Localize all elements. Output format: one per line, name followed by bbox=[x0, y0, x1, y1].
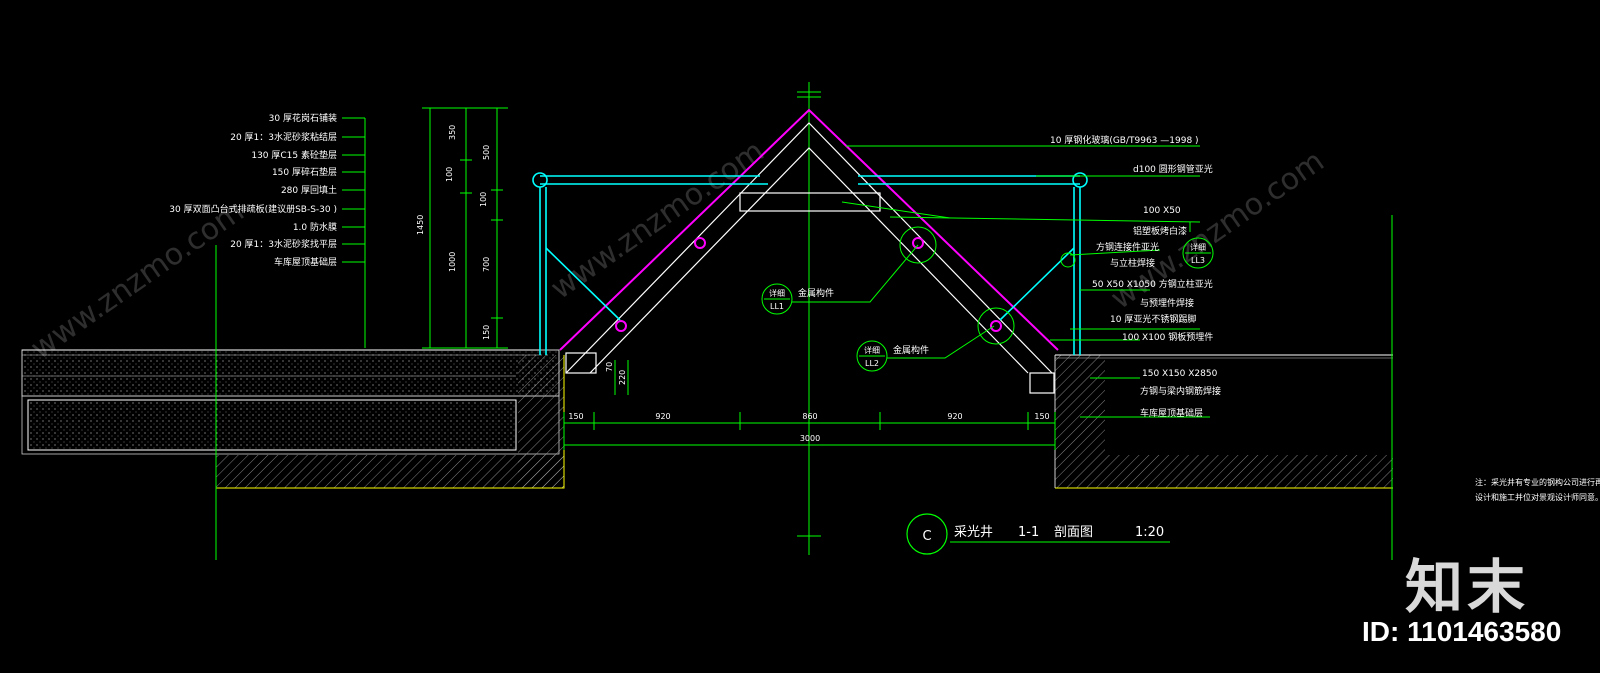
svg-text:采光井: 采光井 bbox=[954, 525, 993, 540]
svg-text:860: 860 bbox=[802, 412, 817, 421]
svg-text:100: 100 bbox=[479, 192, 488, 207]
callout-ll2: 详细 LL2 金属构件 bbox=[856, 307, 1015, 372]
right-label: 铝塑板烤白漆 bbox=[1133, 225, 1187, 237]
layer-label: 车库屋顶基础层 bbox=[274, 256, 337, 268]
svg-text:1000: 1000 bbox=[448, 252, 457, 272]
svg-text:注：采光井有专业的钢构公司进行再: 注：采光井有专业的钢构公司进行再 bbox=[1475, 477, 1600, 487]
svg-text:3000: 3000 bbox=[800, 434, 820, 443]
svg-text:700: 700 bbox=[482, 257, 491, 272]
right-label: 与预埋件焊接 bbox=[1140, 297, 1194, 309]
bottom-dimension-values: 150 920 860 920 150 3000 70 220 bbox=[568, 362, 1049, 443]
layer-label: 20 厚1：3水泥砂浆找平层 bbox=[230, 238, 337, 250]
right-label: d100 圆形钢管亚光 bbox=[1133, 163, 1213, 175]
svg-text:LL2: LL2 bbox=[865, 359, 879, 368]
watermark-id: ID: 1101463580 bbox=[1362, 616, 1562, 647]
svg-text:150: 150 bbox=[482, 325, 491, 340]
svg-text:详细: 详细 bbox=[864, 345, 880, 355]
center-axis bbox=[797, 82, 821, 555]
svg-text:100: 100 bbox=[445, 167, 454, 182]
ground-left bbox=[21, 349, 565, 489]
svg-text:www.znzmo.com: www.znzmo.com bbox=[25, 194, 251, 367]
left-layer-labels: 30 厚花岗石铺装 20 厚1：3水泥砂浆粘结层 130 厚C15 素砼垫层 1… bbox=[169, 112, 337, 268]
right-label: 与立柱焊接 bbox=[1110, 257, 1155, 269]
right-label: 方钢与梁内钢筋焊接 bbox=[1140, 385, 1221, 397]
layer-label: 130 厚C15 素砼垫层 bbox=[251, 149, 337, 161]
svg-text:350: 350 bbox=[448, 125, 457, 140]
glass-pane bbox=[559, 108, 1059, 351]
left-dimensions bbox=[422, 107, 508, 349]
svg-text:150: 150 bbox=[1034, 412, 1049, 421]
svg-text:1-1: 1-1 bbox=[1018, 525, 1039, 540]
railing bbox=[532, 172, 1088, 355]
ground-right bbox=[1054, 354, 1393, 489]
svg-text:金属构件: 金属构件 bbox=[893, 344, 929, 356]
watermark-logo: 知末 bbox=[1405, 553, 1530, 621]
svg-text:LL1: LL1 bbox=[770, 302, 784, 311]
note: 注：采光井有专业的钢构公司进行再 设计和施工并位对景观设计师同意。 bbox=[1475, 477, 1600, 502]
right-label: 10 厚亚光不锈钢踢脚 bbox=[1110, 313, 1196, 325]
right-label: 车库屋顶基础层 bbox=[1140, 407, 1203, 419]
left-leaders bbox=[215, 117, 366, 560]
skylight-frame bbox=[565, 122, 1055, 394]
right-label: 100 X100 钢板预埋件 bbox=[1122, 331, 1213, 343]
section-title: C 采光井 1-1 剖面图 1:20 bbox=[906, 513, 1170, 555]
right-label: 100 X50 bbox=[1143, 206, 1181, 216]
layer-label: 1.0 防水膜 bbox=[293, 221, 337, 233]
layer-label: 150 厚碎石垫层 bbox=[272, 166, 337, 178]
right-label: 50 X50 X1050 方钢立柱亚光 bbox=[1092, 278, 1213, 290]
svg-text:1450: 1450 bbox=[416, 215, 425, 235]
right-leaders bbox=[841, 145, 1393, 560]
svg-text:剖面图: 剖面图 bbox=[1054, 525, 1093, 540]
svg-text:70: 70 bbox=[605, 362, 614, 372]
left-dimension-values: 350 100 1000 500 100 700 150 1450 bbox=[416, 125, 491, 340]
layer-label: 20 厚1：3水泥砂浆粘结层 bbox=[230, 131, 337, 143]
svg-text:设计和施工并位对景观设计师同意。: 设计和施工并位对景观设计师同意。 bbox=[1475, 492, 1600, 502]
svg-text:金属构件: 金属构件 bbox=[798, 287, 834, 299]
right-labels: 10 厚钢化玻璃(GB/T9963 —1998 ) d100 圆形钢管亚光 10… bbox=[1050, 134, 1221, 419]
svg-text:150: 150 bbox=[568, 412, 583, 421]
bottom-dimensions bbox=[563, 360, 1056, 450]
svg-text:500: 500 bbox=[482, 145, 491, 160]
svg-text:1:20: 1:20 bbox=[1135, 525, 1164, 540]
right-label: 10 厚钢化玻璃(GB/T9963 —1998 ) bbox=[1050, 134, 1199, 146]
layer-label: 30 厚双面凸台式排疏板(建议册SB-S-30 ) bbox=[169, 203, 337, 215]
right-label: 150 X150 X2850 bbox=[1142, 369, 1218, 379]
svg-text:920: 920 bbox=[947, 412, 962, 421]
svg-text:详细: 详细 bbox=[769, 288, 785, 298]
svg-text:C: C bbox=[922, 529, 931, 544]
right-label: 方钢连接件亚光 bbox=[1096, 241, 1159, 253]
layer-label: 30 厚花岗石铺装 bbox=[269, 112, 337, 124]
svg-text:LL3: LL3 bbox=[1191, 256, 1205, 265]
callout-ll3: 详细 LL3 bbox=[1060, 237, 1214, 269]
svg-text:920: 920 bbox=[655, 412, 670, 421]
callout-ll1: 详细 LL1 金属构件 bbox=[761, 226, 937, 315]
layer-label: 280 厚回填土 bbox=[281, 184, 337, 196]
svg-text:详细: 详细 bbox=[1190, 242, 1206, 252]
svg-text:220: 220 bbox=[618, 370, 627, 385]
